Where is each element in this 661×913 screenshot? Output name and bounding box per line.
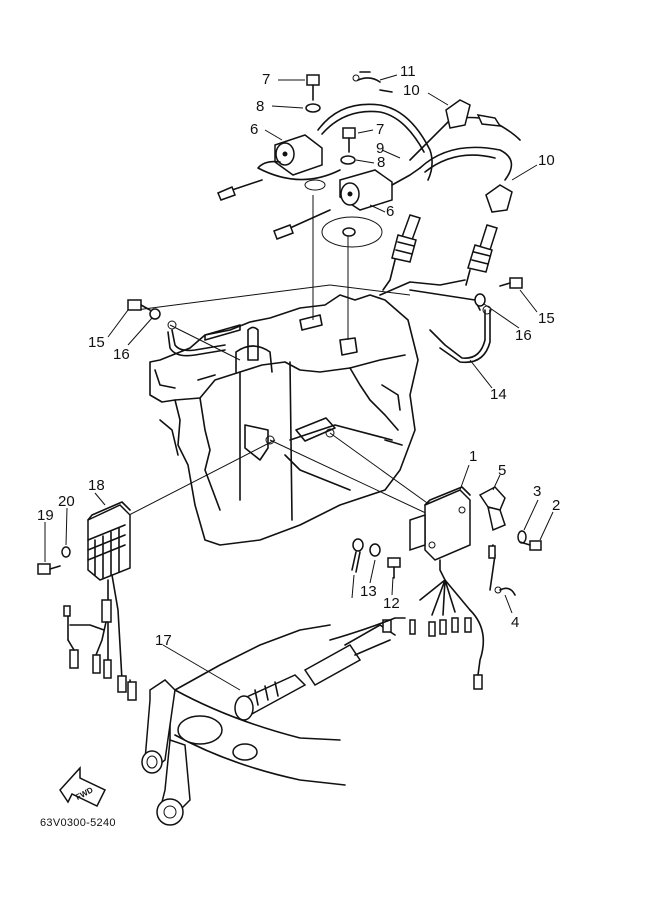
diagram-code: 63V0300-5240: [40, 817, 116, 829]
washer-8-upper: [305, 103, 321, 113]
callout-3: 3: [533, 483, 541, 500]
callout-17: 17: [155, 632, 172, 649]
cdi-bracket-5: [478, 486, 506, 532]
bolt-7-upper: [306, 74, 320, 101]
fwd-arrow-icon: [59, 766, 107, 807]
callout-18: 18: [88, 477, 105, 494]
callout-4: 4: [511, 614, 519, 631]
callout-8-lower: 8: [377, 154, 385, 171]
callout-labels: 7 8 6 7 8 9 6 11 10 10 15 16 14 15 16 1 …: [37, 63, 560, 649]
callout-15-right: 15: [538, 310, 555, 327]
spark-plug-right: [465, 224, 498, 286]
washer-16-left: [149, 308, 161, 320]
plug-leader: [379, 279, 481, 311]
callout-14: 14: [490, 386, 507, 403]
ground-lead-left: [167, 320, 226, 357]
lanyard-plate: [141, 679, 191, 826]
bottom-cowling: [169, 624, 346, 786]
rectifier-18: [63, 501, 137, 701]
callout-8-upper: 8: [256, 98, 264, 115]
callout-11: 11: [400, 63, 416, 80]
callout-20: 20: [58, 493, 75, 510]
washer-8-lower: [340, 155, 356, 165]
callout-15-left: 15: [88, 334, 105, 351]
leader-lines: [99, 195, 431, 531]
washer-20: [61, 546, 71, 558]
engine-block: [149, 294, 419, 546]
callout-5: 5: [498, 462, 506, 479]
bolt-19: [37, 563, 61, 575]
callout-7-upper: 7: [262, 71, 270, 88]
washer-3: [517, 530, 527, 544]
bolt-2: [519, 540, 542, 551]
callout-10-lower: 10: [538, 152, 555, 169]
callout-19: 19: [37, 507, 54, 524]
ignition-coil-upper: [217, 134, 341, 201]
cdi-unit: [409, 486, 496, 690]
bolt-15-left: [127, 299, 151, 311]
bolt-15-right: [499, 277, 523, 289]
plug-cap-10-upper: [445, 99, 502, 129]
washer-16-right: [474, 293, 486, 307]
ignition-coil-lower: [273, 167, 421, 248]
callout-1: 1: [469, 448, 477, 465]
callout-16-right: 16: [515, 327, 532, 344]
bolt-7-lower: [342, 127, 356, 153]
callout-12: 12: [383, 595, 400, 612]
callout-16-left: 16: [113, 346, 130, 363]
callout-6-lower: 6: [386, 203, 394, 220]
spark-plug-left: [382, 214, 421, 291]
callout-9: 9: [376, 140, 384, 157]
callout-leaders: [44, 74, 554, 691]
clamp-4: [494, 586, 516, 596]
screw-12: [387, 557, 401, 579]
washer-13: [369, 543, 381, 557]
callout-10-upper: 10: [403, 82, 420, 99]
callout-7-lower: 7: [376, 121, 384, 138]
callout-6-upper: 6: [250, 121, 258, 138]
ground-lead-14: [429, 305, 492, 364]
lead-terminal: [351, 538, 364, 599]
plug-cap-10-lower: [485, 184, 513, 213]
callout-2: 2: [552, 497, 560, 514]
clip-11: [352, 71, 393, 93]
stop-switch-17: [234, 617, 406, 721]
callout-13: 13: [360, 583, 377, 600]
